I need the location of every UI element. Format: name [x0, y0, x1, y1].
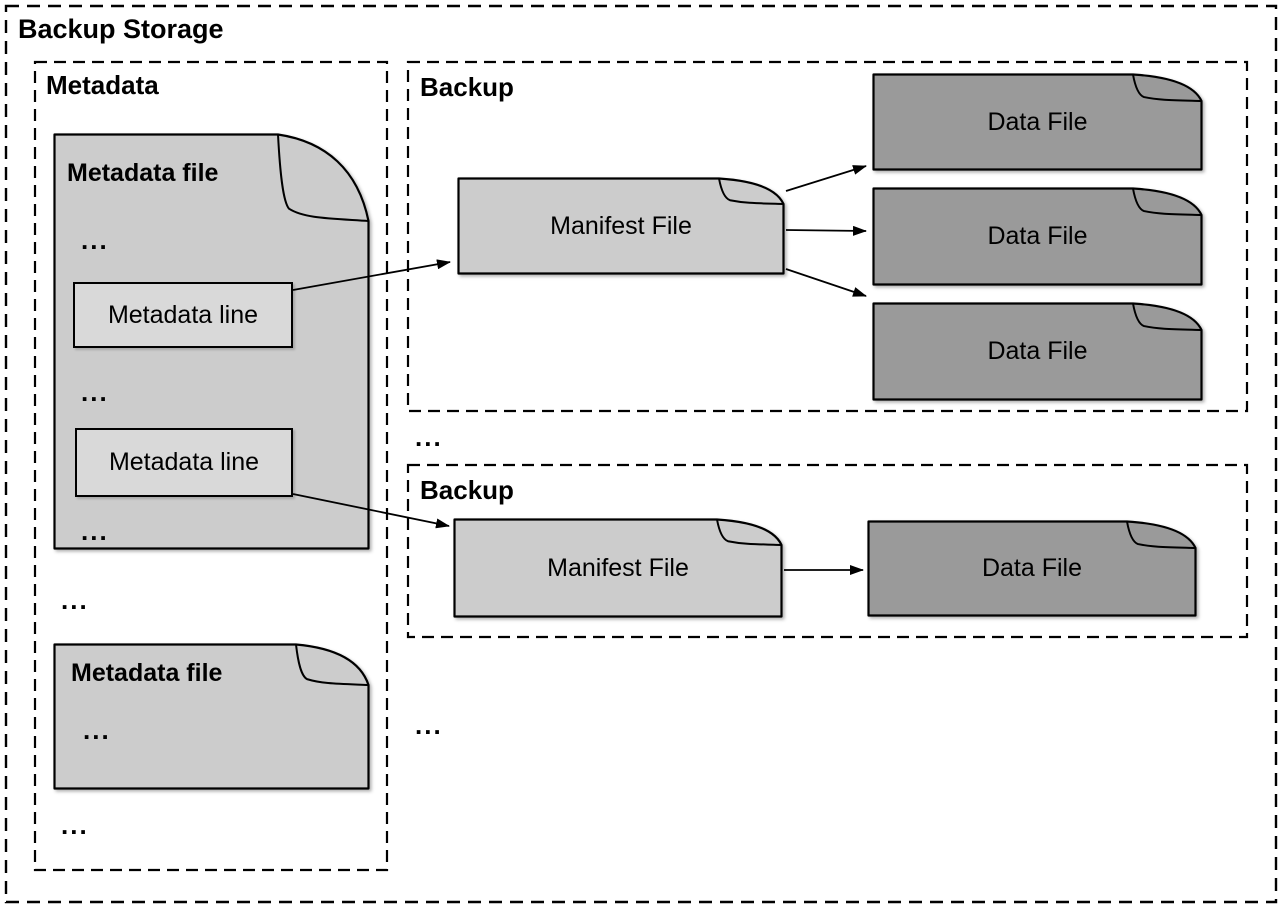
backup-storage-label: Backup Storage [18, 14, 224, 44]
metadata-line-2: Metadata line [75, 428, 293, 497]
backup-2-label: Backup [420, 475, 514, 505]
metadata-line-1: Metadata line [73, 282, 293, 348]
metadata-file-1-dots-3: ... [81, 516, 109, 546]
data-file-1-document: Data File [872, 73, 1203, 171]
data-file-3-label: Data File [987, 337, 1088, 365]
data-file-3-document: Data File [872, 302, 1203, 401]
manifest-file-2-label: Manifest File [547, 553, 689, 582]
metadata-file-1-document: Metadata file ... Metadata line ... Meta… [53, 133, 370, 550]
metadata-file-2-dots: ... [83, 715, 111, 745]
metadata-file-2-document: Metadata file ... [53, 643, 370, 790]
backup-dots-between: ... [415, 422, 443, 452]
data-file-2-label: Data File [987, 222, 1088, 250]
metadata-file-1-dots-1: ... [81, 225, 109, 255]
data-file-2-document: Data File [872, 187, 1203, 286]
data-file-4-document: Data File [867, 520, 1197, 617]
metadata-section-label: Metadata [46, 70, 159, 100]
metadata-file-1-dots-2: ... [81, 377, 109, 407]
metadata-dots-between: ... [61, 585, 89, 615]
arrow-manifest-1-to-data-file-1 [785, 165, 867, 192]
arrow-manifest-1-to-data-file-3 [785, 268, 867, 297]
data-file-1-label: Data File [987, 107, 1088, 136]
backup-1-label: Backup [420, 72, 514, 102]
data-file-4-label: Data File [981, 554, 1083, 582]
metadata-file-2-title: Metadata file [71, 659, 223, 687]
manifest-file-1-document: Manifest File [457, 177, 785, 275]
manifest-file-2-document: Manifest File [453, 518, 783, 618]
metadata-dots-after: ... [61, 810, 89, 840]
backup-dots-after: ... [415, 710, 443, 740]
metadata-file-1-title: Metadata file [67, 159, 219, 187]
manifest-file-1-label: Manifest File [550, 211, 692, 240]
arrow-manifest-1-to-data-file-2 [785, 225, 867, 236]
